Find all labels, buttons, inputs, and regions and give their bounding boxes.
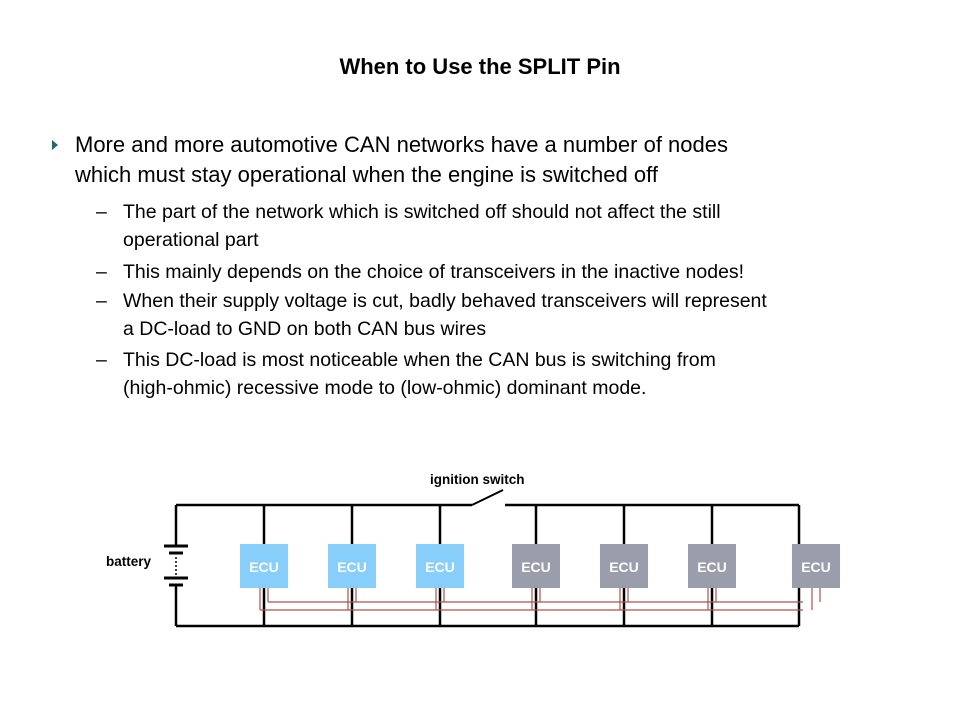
ecu-node: ECU [512,544,560,610]
main-bullet: More and more automotive CAN networks ha… [75,130,895,190]
ecu-box [688,544,736,588]
slide-title: When to Use the SPLIT Pin [339,54,621,79]
sub-bullet-line: The part of the network which is switche… [123,201,721,223]
ecu-label: ECU [801,559,831,575]
main-bullet-line: More and more automotive CAN networks ha… [75,132,728,157]
ecu-box [512,544,560,588]
ecu-label: ECU [697,559,727,575]
ecu-box [416,544,464,588]
ignition-switch-label: ignition switch [430,472,525,487]
sub-bullet: The part of the network which is switche… [123,198,933,254]
sub-bullet-line: a DC-load to GND on both CAN bus wires [123,318,487,340]
main-bullet-line: which must stay operational when the eng… [75,162,658,187]
ecu-label: ECU [521,559,551,575]
ignition-switch-icon [471,489,504,506]
dash-bullet-icon: – [96,290,107,312]
battery-icon [164,544,188,587]
battery-label: battery [106,554,152,569]
ecu-node: ECU [688,544,736,610]
ecu-box [600,544,648,588]
ecu-label: ECU [609,559,639,575]
ecu-label: ECU [337,559,367,575]
dash-bullet-icon: – [96,261,107,283]
ecu-box [328,544,376,588]
ecu-label: ECU [249,559,279,575]
sub-bullet-line: This mainly depends on the choice of tra… [123,261,745,283]
ecu-group: ECU ECU ECU ECU ECU ECU ECU [240,544,840,610]
ecu-label: ECU [425,559,455,575]
ecu-node: ECU [328,544,376,610]
dash-bullet-icon: – [96,201,107,223]
dash-bullet-icon: – [96,349,107,371]
sub-bullet-line: (high-ohmic) recessive mode to (low-ohmi… [123,377,647,399]
sub-bullet: This mainly depends on the choice of tra… [123,258,933,286]
sub-bullet-line: operational part [123,229,259,251]
ecu-node: ECU [240,544,288,610]
ecu-node: ECU [416,544,464,610]
ecu-node: ECU [792,544,840,610]
ecu-node: ECU [600,544,648,610]
sub-bullet-line: When their supply voltage is cut, badly … [123,290,767,312]
sub-bullet: When their supply voltage is cut, badly … [123,287,933,343]
sub-bullet: This DC-load is most noticeable when the… [123,346,933,402]
triangle-right-bullet-icon [52,140,58,150]
ecu-box [240,544,288,588]
ecu-box [792,544,840,588]
power-wires [174,489,801,628]
sub-bullet-line: This DC-load is most noticeable when the… [123,349,716,371]
